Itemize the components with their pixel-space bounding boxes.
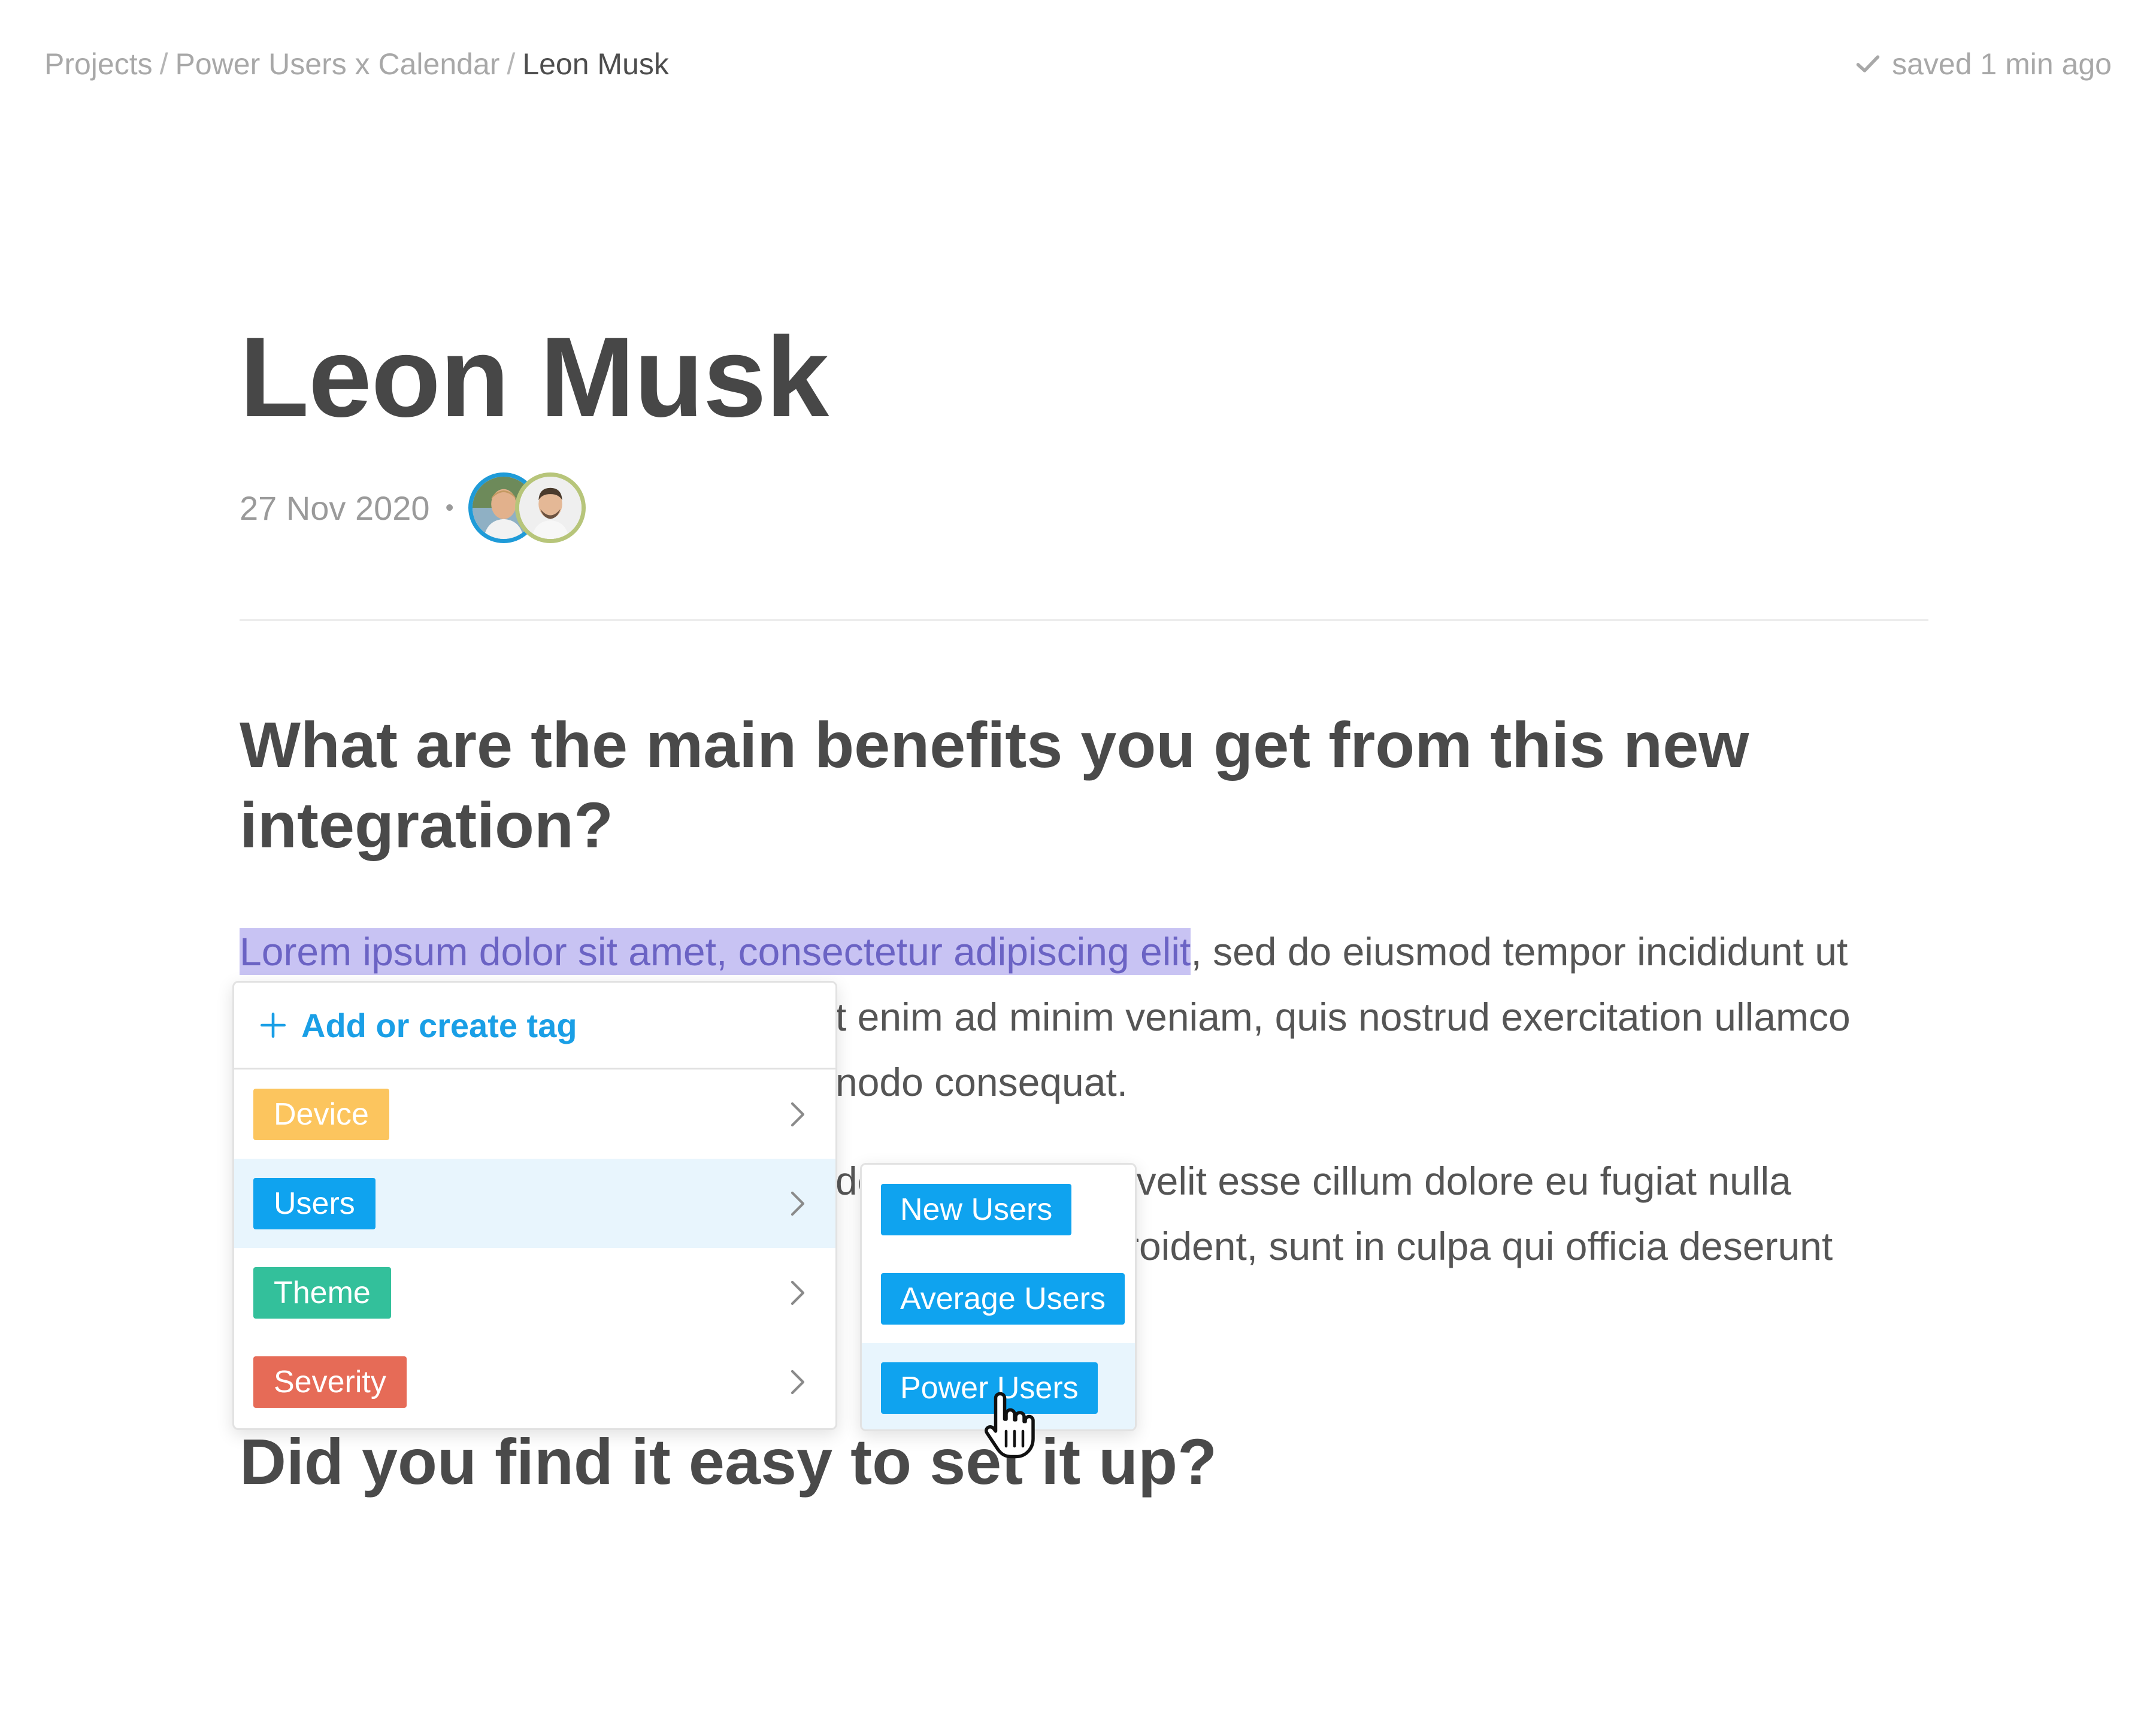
save-status-text: saved 1 min ago (1892, 47, 2112, 81)
chevron-right-icon (791, 1370, 805, 1394)
tag-device: Device (253, 1088, 389, 1140)
paragraph-text: nodo consequat. (835, 1060, 1128, 1104)
tag-menu: Add or create tag Device Users Theme Sev… (232, 981, 837, 1430)
submenu-item-power-users[interactable]: Power Users (862, 1343, 1135, 1429)
users-submenu: New Users Average Users Power Users (860, 1163, 1137, 1431)
submenu-item-new-users[interactable]: New Users (862, 1165, 1135, 1254)
add-tag-button[interactable]: Add or create tag (234, 983, 835, 1069)
chevron-right-icon (791, 1280, 805, 1305)
chevron-right-icon (791, 1102, 805, 1126)
tag-power-users: Power Users (881, 1362, 1098, 1414)
chevron-right-icon (791, 1191, 805, 1216)
divider (240, 619, 1928, 621)
top-bar: Projects/Power Users x Calendar/Leon Mus… (44, 43, 2112, 85)
tag-menu-item-theme[interactable]: Theme (234, 1248, 835, 1337)
collaborators (468, 472, 586, 543)
tag-users: Users (253, 1177, 376, 1229)
question-heading[interactable]: Did you find it easy to set it up? (240, 1425, 1218, 1498)
tag-menu-item-device[interactable]: Device (234, 1069, 835, 1159)
tag-menu-item-users[interactable]: Users (234, 1159, 835, 1248)
meta-separator: • (445, 494, 454, 521)
breadcrumb: Projects/Power Users x Calendar/Leon Mus… (44, 43, 669, 85)
plus-icon (260, 1012, 286, 1038)
tag-average-users: Average Users (881, 1272, 1125, 1325)
avatar[interactable] (514, 472, 586, 543)
save-status: saved 1 min ago (1855, 43, 2112, 85)
document-meta: 27 Nov 2020 • (240, 468, 1928, 547)
paragraph-text: roident, sunt in culpa qui officia deser… (1126, 1224, 1833, 1268)
tag-menu-item-severity[interactable]: Severity (234, 1337, 835, 1426)
tag-theme: Theme (253, 1267, 391, 1319)
submenu-item-average-users[interactable]: Average Users (862, 1254, 1135, 1343)
breadcrumb-item-project[interactable]: Power Users x Calendar (175, 47, 500, 81)
page-title[interactable]: Leon Musk (240, 314, 829, 441)
question-heading[interactable]: What are the main benefits you get from … (240, 708, 1749, 861)
document: Leon Musk 27 Nov 2020 • (240, 311, 1928, 1279)
check-icon (1856, 55, 1880, 72)
document-date: 27 Nov 2020 (240, 489, 430, 527)
paragraph-text: , sed do eiusmod tempor incididunt ut (1191, 929, 1848, 974)
tag-new-users: New Users (881, 1183, 1072, 1235)
answer-paragraph[interactable]: Lorem ipsum dolor sit amet, consectetur … (240, 919, 1928, 1115)
avatar-photo-icon (519, 477, 582, 539)
breadcrumb-current: Leon Musk (522, 47, 669, 81)
add-tag-label: Add or create tag (301, 1006, 577, 1044)
breadcrumb-item-projects[interactable]: Projects (44, 47, 153, 81)
selected-text-highlight[interactable]: Lorem ipsum dolor sit amet, consectetur … (240, 928, 1191, 975)
breadcrumb-separator: / (159, 47, 168, 81)
hand-pointer-cursor-icon (985, 1392, 1035, 1459)
breadcrumb-separator: / (507, 47, 516, 81)
paragraph-text: t enim ad minim veniam, quis nostrud exe… (835, 995, 1851, 1039)
tag-severity: Severity (253, 1356, 407, 1408)
